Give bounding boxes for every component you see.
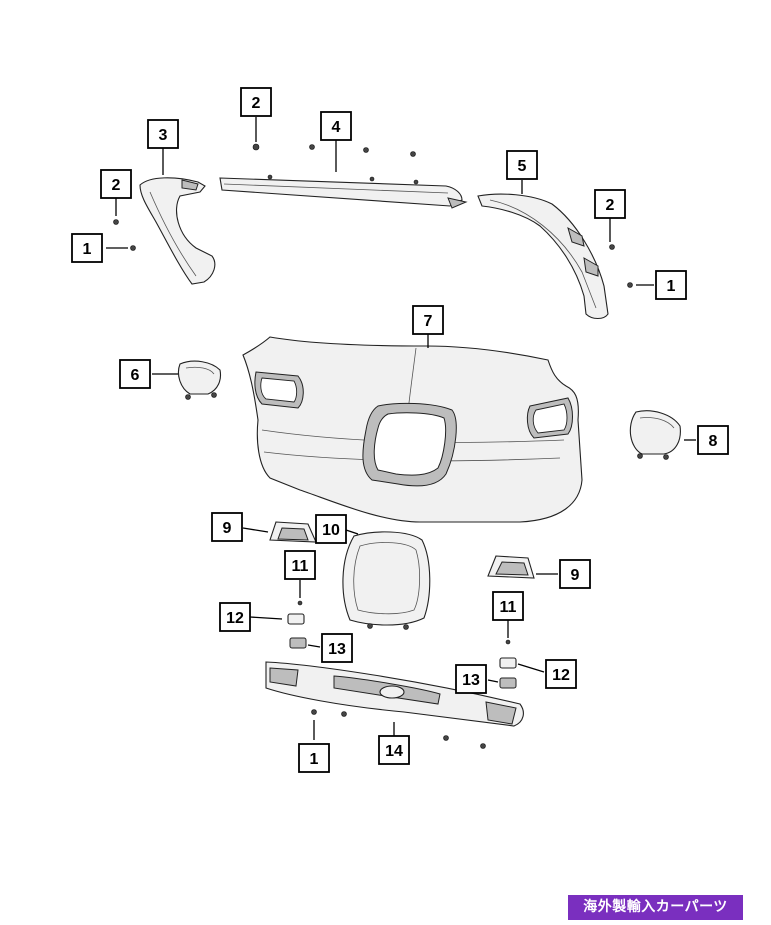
callout-9b: 9 [559, 559, 591, 589]
part-8-right-lens [629, 410, 681, 460]
callout-2c: 2 [594, 189, 626, 219]
svg-text:2: 2 [112, 177, 121, 194]
svg-text:1: 1 [667, 278, 676, 295]
svg-text:1: 1 [83, 241, 92, 258]
fasteners [113, 143, 633, 749]
callout-1b: 1 [655, 270, 687, 300]
svg-text:11: 11 [500, 599, 517, 616]
pin-2b [252, 143, 260, 151]
callout-10: 10 [315, 514, 347, 544]
svg-text:13: 13 [328, 641, 346, 658]
callout-12b: 12 [545, 659, 577, 689]
pin-14a [311, 709, 317, 715]
callout-9a: 9 [211, 512, 243, 542]
svg-text:3: 3 [159, 127, 168, 144]
part-3-left-pillar-trim [139, 177, 216, 285]
callout-1c: 1 [298, 743, 330, 773]
pin-1a [130, 245, 136, 251]
callout-13a: 13 [321, 633, 353, 663]
callout-1a: 1 [71, 233, 103, 263]
svg-text:2: 2 [252, 95, 261, 112]
part-13-bezel-right [499, 677, 517, 689]
pin-4c [410, 151, 416, 157]
svg-text:6: 6 [131, 367, 140, 384]
callout-11a: 11 [284, 550, 316, 580]
svg-text:9: 9 [223, 520, 232, 537]
callout-3: 3 [147, 119, 179, 149]
part-12-bezel-right [499, 657, 517, 669]
svg-text:8: 8 [709, 433, 718, 450]
pin-4a [309, 144, 315, 150]
pin-14b [341, 711, 347, 717]
callout-4: 4 [320, 111, 352, 141]
pin-4f [413, 179, 419, 185]
pin-1b [627, 282, 633, 288]
pin-14c [443, 735, 449, 741]
svg-text:7: 7 [424, 313, 433, 330]
svg-text:10: 10 [322, 522, 340, 539]
part-6-left-lens [177, 360, 222, 400]
part-11-clip-left [297, 600, 303, 606]
svg-text:14: 14 [385, 743, 403, 760]
svg-text:1: 1 [310, 751, 319, 768]
pin-14d [480, 743, 486, 749]
part-12-bezel-left [287, 613, 305, 625]
part-14-lower-trim [265, 661, 524, 727]
pin-2c [609, 244, 615, 250]
callout-14: 14 [378, 735, 410, 765]
part-5-right-pillar-trim [477, 193, 609, 320]
callout-2a: 2 [100, 169, 132, 199]
callout-11b: 11 [492, 591, 524, 621]
pin-4d [267, 174, 273, 180]
callout-6: 6 [119, 359, 151, 389]
watermark-badge: 海外製輸入カーパーツ [568, 895, 743, 920]
pin-4b [363, 147, 369, 153]
leader-lines [106, 117, 696, 740]
callout-7: 7 [412, 305, 444, 335]
pin-4e [369, 176, 375, 182]
callout-8: 8 [697, 425, 729, 455]
svg-text:5: 5 [518, 158, 527, 175]
svg-text:12: 12 [226, 610, 244, 627]
callout-2b: 2 [240, 87, 272, 117]
svg-text:2: 2 [606, 197, 615, 214]
part-9-left-lamp-housing [269, 521, 317, 543]
part-9-right-lamp-housing [487, 555, 535, 579]
callout-13b: 13 [455, 664, 487, 694]
callout-5: 5 [506, 150, 538, 180]
svg-text:9: 9 [571, 567, 580, 584]
part-4-header-trim [219, 177, 468, 209]
callout-12a: 12 [219, 602, 251, 632]
svg-text:13: 13 [462, 672, 480, 689]
svg-text:11: 11 [292, 558, 309, 575]
part-10-center-cover [342, 531, 431, 630]
pin-2a [113, 219, 119, 225]
part-13-bezel-left [289, 637, 307, 649]
svg-text:12: 12 [552, 667, 570, 684]
part-11-clip-right [505, 639, 511, 645]
part-7-liftgate-panel [242, 336, 583, 523]
svg-text:4: 4 [332, 119, 341, 136]
